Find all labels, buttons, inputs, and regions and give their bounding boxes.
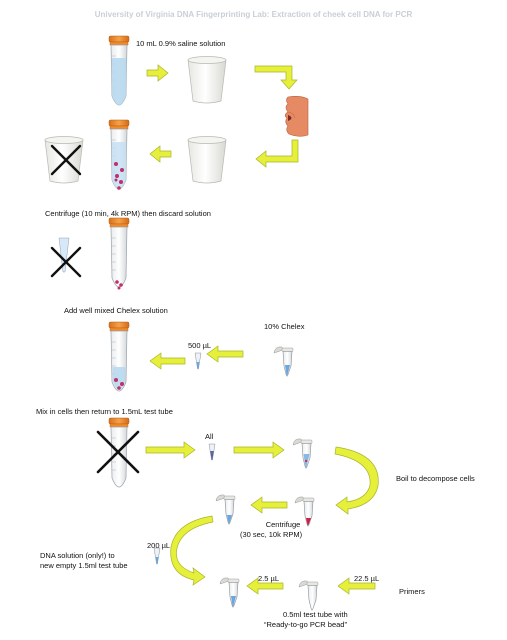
- yellow-arrow-icon: [149, 145, 172, 163]
- pipette-tip-icon: [153, 547, 161, 565]
- yellow-arrow-icon: [146, 64, 169, 82]
- yellow-arrow-icon: [255, 139, 299, 168]
- small-tube-icon: [298, 580, 319, 611]
- small-tube-icon: [294, 496, 315, 527]
- boil-label: Boil to decompose cells: [396, 474, 475, 483]
- yellow-arrow-icon: [250, 496, 288, 514]
- dna-solution-label-line1: DNA solution (only!) to: [40, 551, 115, 560]
- dna-solution-label-line2: new empty 1.5ml test tube: [40, 561, 128, 570]
- yellow-arrow-icon: [246, 577, 284, 595]
- volume-2-5-label: 2.5 µL: [258, 574, 280, 583]
- volume-500-label: 500 µL: [188, 341, 212, 350]
- paper-cup-icon: [44, 136, 84, 184]
- large-test-tube-icon: [108, 217, 130, 290]
- pcr-tube-label-line2: “Ready-to-go PCR bead”: [264, 620, 347, 629]
- yellow-arrow-icon: [337, 577, 376, 595]
- small-tube-icon: [215, 494, 236, 525]
- page-title: University of Virginia DNA Fingerprintin…: [94, 10, 413, 19]
- pipette-tip-icon: [208, 443, 216, 461]
- yellow-arrow-icon: [145, 441, 196, 459]
- chelex-percent-label: 10% Chelex: [264, 322, 305, 331]
- mouth-icon: [284, 96, 309, 137]
- centrifuge-2-label-line2: (30 sec, 10k RPM): [240, 530, 303, 539]
- yellow-arrow-icon: [334, 446, 379, 515]
- large-test-tube-icon: [108, 35, 130, 106]
- yellow-arrow-icon: [149, 352, 186, 370]
- paper-cup-icon: [187, 136, 227, 184]
- yellow-arrow-icon: [206, 345, 244, 363]
- large-test-tube-icon: [108, 321, 130, 392]
- volume-22-5-label: 22.5 µL: [354, 574, 380, 583]
- volume-200-label: 200 µL: [147, 541, 171, 550]
- small-tube-icon: [273, 346, 294, 377]
- small-tube-icon: [292, 438, 313, 469]
- x-mark-icon: [96, 430, 140, 474]
- small-tube-icon: [219, 577, 240, 608]
- paper-cup-icon: [187, 56, 227, 104]
- add-chelex-label: Add well mixed Chelex solution: [64, 306, 168, 315]
- yellow-arrow-icon: [170, 515, 214, 586]
- mix-cells-label: Mix in cells then return to 1.5mL test t…: [36, 407, 173, 416]
- yellow-arrow-icon: [233, 441, 285, 459]
- pipette-tip-icon: [58, 237, 70, 273]
- pcr-tube-label-line1: 0.5ml test tube with: [283, 610, 348, 619]
- saline-label: 10 mL 0.9% saline solution: [136, 39, 226, 48]
- large-test-tube-icon: [108, 119, 130, 190]
- all-label: All: [205, 432, 214, 441]
- centrifuge-discard-label: Centrifuge (10 min, 4k RPM) then discard…: [45, 209, 211, 218]
- yellow-arrow-icon: [254, 65, 298, 90]
- pipette-tip-icon: [194, 352, 202, 370]
- centrifuge-2-label-line1: Centrifuge: [265, 520, 301, 529]
- primers-label: Primers: [399, 587, 425, 596]
